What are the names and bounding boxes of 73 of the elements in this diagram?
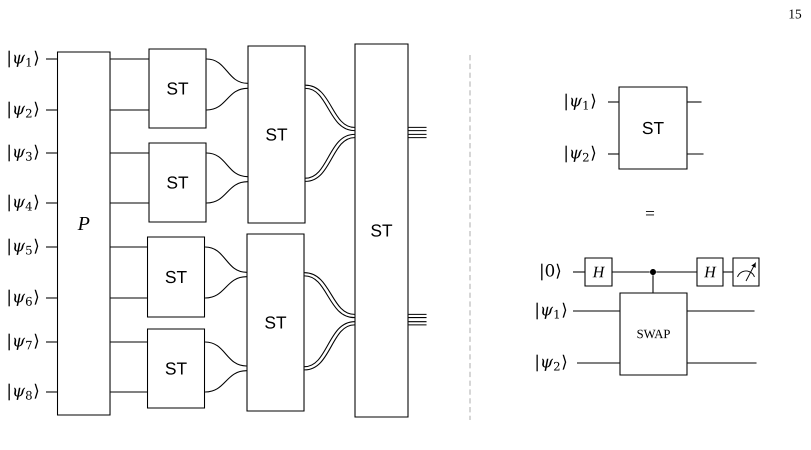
wire (110, 202, 148, 204)
output-wire (688, 310, 755, 312)
output-wire (408, 126, 427, 128)
wire (577, 362, 620, 364)
gate-box: ST (354, 43, 409, 418)
meter-box (732, 257, 760, 287)
output-wire (408, 134, 427, 135)
ket-label: |ψ$_{7}$⟩ (8, 334, 38, 350)
wire (46, 246, 57, 248)
wire (573, 271, 584, 273)
page-number: 15 (790, 10, 802, 18)
wire (110, 152, 148, 154)
wire (46, 109, 57, 111)
curved-wire (206, 88, 248, 111)
output-wire (408, 321, 427, 322)
gate-box: H (584, 257, 613, 287)
wire (110, 246, 147, 248)
output-wire (688, 101, 702, 103)
gate-box: ST (148, 142, 207, 223)
ket-label: |0⟩ (541, 264, 560, 280)
output-wire (408, 317, 427, 318)
ket-label: |ψ$_{2}$⟩ (536, 354, 566, 372)
gate-box: ST (146, 328, 206, 409)
wire (573, 310, 620, 312)
gate-box: SWAP (619, 292, 688, 376)
wire (46, 391, 57, 393)
wire (46, 341, 57, 343)
output-wire (688, 362, 757, 364)
gate-box: ST (246, 233, 305, 412)
wire (608, 153, 618, 155)
ket-label: |ψ$_{3}$⟩ (8, 144, 38, 162)
control-line (652, 275, 654, 292)
curved-wire (205, 276, 247, 299)
wire (46, 152, 57, 154)
wire (608, 101, 618, 103)
wire (110, 341, 147, 343)
ket-label: |ψ$_{2}$⟩ (8, 102, 38, 118)
equals-sign: = (646, 211, 654, 216)
ket-label: |ψ$_{1}$⟩ (8, 50, 38, 68)
ket-label: |ψ$_{5}$⟩ (8, 238, 38, 256)
ket-label: |ψ$_{6}$⟩ (8, 290, 38, 306)
wire (612, 271, 650, 273)
gate-box: ST (146, 236, 206, 318)
output-wire (408, 314, 427, 315)
curved-wire (206, 181, 248, 204)
ket-label: |ψ$_{1}$⟩ (565, 94, 596, 110)
gate-box: ST (618, 86, 688, 170)
gate-box: ST (247, 45, 306, 224)
gate-box: H (696, 257, 724, 287)
ket-label: |ψ$_{8}$⟩ (8, 384, 38, 400)
gate-box: ST (148, 48, 207, 129)
wire (656, 271, 696, 273)
curved-wire (205, 341, 247, 367)
output-wire (408, 137, 427, 138)
curved-wire (204, 246, 247, 273)
wire (110, 58, 148, 60)
wire (46, 58, 57, 60)
output-wire (688, 153, 704, 155)
output-wire (408, 130, 427, 132)
wire (110, 109, 148, 111)
gate-box: P (56, 51, 111, 416)
ket-label: |ψ$_{2}$⟩ (565, 146, 596, 162)
wire (46, 297, 57, 299)
curved-wire (205, 370, 247, 393)
wire (110, 391, 147, 393)
curved-wire (206, 58, 248, 84)
wire (724, 271, 732, 273)
ket-label: |ψ$_{1}$⟩ (536, 302, 566, 320)
output-wire (408, 324, 427, 326)
wire (110, 297, 147, 299)
ket-label: |ψ$_{4}$⟩ (8, 194, 38, 212)
curved-wire (206, 152, 248, 178)
wire (46, 202, 57, 204)
